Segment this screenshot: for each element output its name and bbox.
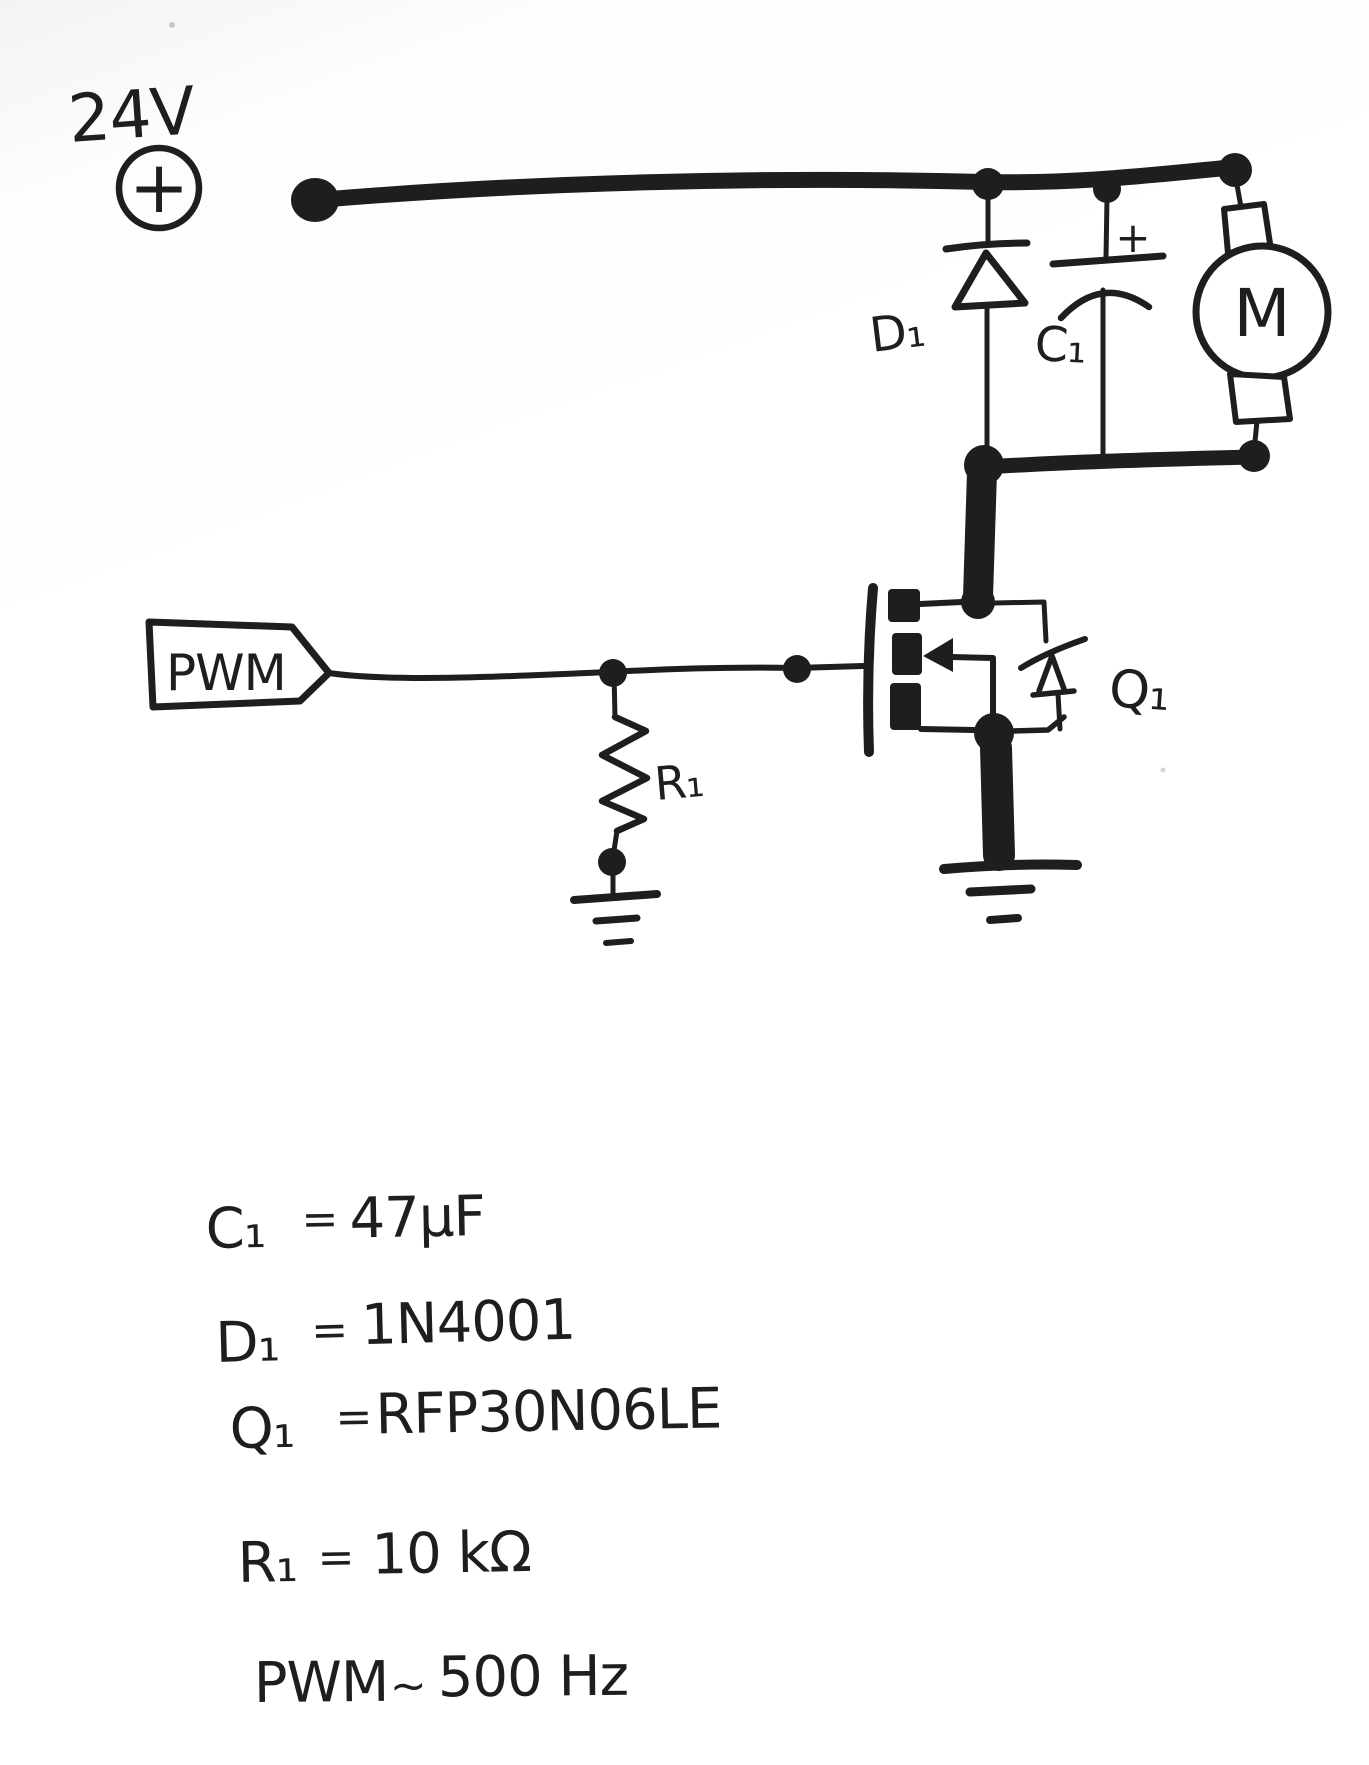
- capacitor-top-lead: [1103, 195, 1110, 261]
- note-ref: Q₁: [229, 1396, 295, 1462]
- note-separator: =: [301, 1194, 339, 1246]
- drain-drop-bar: [963, 457, 997, 612]
- note-separator: ~: [390, 1660, 427, 1711]
- ground-line-1: [570, 890, 661, 904]
- mosfet-channel-stub-bottom: [890, 683, 921, 730]
- body-diode-triangle: [1030, 653, 1077, 698]
- note-line-c1: C₁ = 47µF: [205, 1184, 485, 1262]
- junction-dot-gate-wire: [783, 655, 811, 683]
- supply-circle: [115, 144, 203, 232]
- diode-d1: D₁: [867, 196, 1031, 459]
- capacitor-polarity-mark: +: [1115, 213, 1150, 262]
- resistor-zigzag: [598, 713, 651, 835]
- note-separator: =: [317, 1532, 355, 1584]
- body-diode-top-lead: [992, 599, 1049, 644]
- drain-bus-wire: [978, 449, 1260, 475]
- resistor-r1: R₁: [570, 671, 705, 946]
- ground-line-1: [939, 859, 1082, 874]
- rail-left-end-blob: [291, 178, 339, 222]
- mosfet-channel-stub-middle: [892, 633, 922, 675]
- note-separator: =: [335, 1392, 373, 1444]
- mosfet-channel-stub-top: [888, 589, 920, 622]
- pwm-input-tag: PWM: [145, 618, 333, 711]
- note-value: 47µF: [349, 1184, 485, 1251]
- junction-dot-drain-node: [961, 585, 995, 619]
- note-separator: =: [311, 1305, 349, 1357]
- note-ref: R₁: [237, 1530, 297, 1596]
- ground-line-3: [986, 914, 1022, 924]
- diode-triangle: [951, 249, 1029, 311]
- paper-speck: [169, 22, 175, 28]
- body-diode-cathode-bar: [1018, 636, 1088, 671]
- paper-speck: [1160, 767, 1166, 773]
- note-ref: C₁: [205, 1196, 266, 1262]
- note-ref: PWM: [254, 1650, 389, 1716]
- motor-label: M: [1234, 275, 1291, 352]
- power-rail: [291, 153, 1252, 222]
- mosfet-source-arrow: [923, 638, 953, 672]
- note-value: 1N4001: [360, 1288, 576, 1359]
- note-line-r1: R₁ = 10 kΩ: [237, 1520, 531, 1596]
- power-rail-wire: [310, 159, 1244, 208]
- supply-polarity-mark: +: [129, 145, 189, 229]
- drain-bus-rail: [961, 440, 1270, 619]
- junction-dot-drain-bus-right: [1238, 440, 1270, 472]
- capacitor-c1: + C₁: [1033, 195, 1167, 461]
- junction-dot-capacitor-tap: [1093, 175, 1121, 203]
- ground-line-2: [592, 914, 641, 925]
- note-value: 500 Hz: [438, 1644, 629, 1711]
- diode-ref-label: D₁: [867, 302, 928, 364]
- junction-dot-motor-tap: [1218, 153, 1252, 187]
- source-ground-bar: [980, 732, 1015, 871]
- ground-line-3: [603, 938, 634, 946]
- supply-voltage-label: 24V: [66, 72, 198, 158]
- ground-line-2: [965, 884, 1036, 897]
- capacitor-ref-label: C₁: [1033, 316, 1087, 375]
- motor-m: M: [1192, 182, 1332, 455]
- source-ground: [939, 732, 1082, 924]
- motor-bottom-terminal: [1227, 371, 1293, 425]
- pwm-tag-outline: [145, 618, 333, 711]
- note-ref: D₁: [215, 1309, 280, 1376]
- mosfet-source-link: [918, 726, 977, 733]
- component-notes: C₁ = 47µF D₁ = 1N4001 Q₁ = RFP30N06LE R₁…: [205, 1184, 722, 1716]
- note-value: 10 kΩ: [371, 1520, 531, 1588]
- junction-dot-diode-tap: [972, 168, 1004, 200]
- resistor-top-lead: [611, 671, 618, 720]
- mosfet-source-arrow-wire: [948, 654, 996, 729]
- note-line-d1: D₁ = 1N4001: [215, 1288, 576, 1376]
- pwm-tag-label: PWM: [166, 644, 286, 702]
- note-line-q1: Q₁ = RFP30N06LE: [229, 1376, 722, 1462]
- mosfet-gate-bar: [863, 583, 878, 757]
- supply-symbol: 24V +: [66, 72, 203, 232]
- capacitor-positive-plate: [1049, 252, 1167, 268]
- note-value: RFP30N06LE: [375, 1376, 722, 1447]
- source-to-body-diode-wire: [1009, 714, 1067, 734]
- mosfet-q1: Q₁: [863, 583, 1171, 757]
- note-line-pwm: PWM ~ 500 Hz: [254, 1644, 629, 1716]
- mosfet-ref-label: Q₁: [1107, 659, 1171, 723]
- resistor-ref-label: R₁: [652, 753, 705, 811]
- motor-top-lead: [1234, 182, 1244, 210]
- mosfet-drain-link: [917, 599, 965, 607]
- diode-cathode-bar: [942, 239, 1031, 253]
- gate-wire: [326, 655, 866, 687]
- pwm-to-gate-wire: [326, 663, 866, 681]
